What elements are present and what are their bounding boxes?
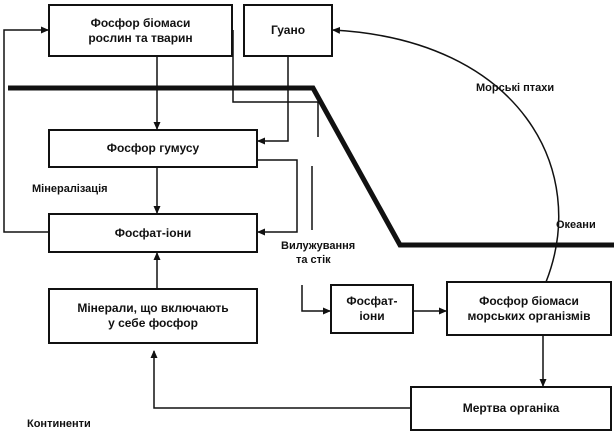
continents-label: Континенти — [27, 418, 91, 430]
minerals-line-1: Мінерали, що включають — [77, 301, 229, 315]
phosphate-sea-box: Фосфат- іони — [330, 284, 414, 334]
arrow-humus-to-phosphate-right — [257, 159, 298, 236]
arrow-phosphate-to-biomass — [3, 26, 49, 233]
mineralization-label: Мінералізація — [32, 183, 108, 195]
dead-organic-label: Мертва органіка — [462, 401, 560, 415]
phosphate-sea-line-2: іони — [359, 309, 385, 323]
arrow-runoff-to-sea-phosphate — [301, 285, 331, 315]
biomass-land-line-2: рослин та тварин — [88, 30, 193, 45]
land-ocean-boundary — [8, 85, 614, 248]
leaching-label-1: Вилужування — [281, 240, 356, 252]
seabirds-arc-arrow — [332, 26, 560, 283]
seabirds-label: Морські птахи — [476, 82, 555, 94]
guano-box: Гуано — [243, 4, 333, 57]
minerals-line-2: у себе фосфор — [108, 316, 198, 330]
arrow-guano-to-humus — [257, 57, 289, 145]
arrow-biomass-to-right — [232, 30, 319, 137]
biomass-land-line-1: Фосфор біомаси — [90, 15, 191, 30]
phosphate-land-box: Фосфат-іони — [48, 213, 258, 253]
phosphate-sea-line-1: Фосфат- — [346, 294, 398, 308]
biomass-sea-line-2: морських організмів — [467, 308, 591, 323]
biomass-sea-box: Фосфор біомаси морських організмів — [446, 281, 612, 336]
biomass-land-box: Фосфор біомаси рослин та тварин — [48, 4, 233, 57]
phosphate-land-label: Фосфат-іони — [114, 225, 192, 240]
biomass-sea-line-1: Фосфор біомаси — [479, 293, 579, 308]
guano-label: Гуано — [270, 23, 306, 37]
minerals-box: Мінерали, що включають у себе фосфор — [48, 288, 258, 344]
dead-organic-box: Мертва органіка — [410, 386, 612, 431]
leaching-label-2: та стік — [296, 254, 331, 266]
ocean-label: Океани — [556, 219, 596, 231]
arrow-dead-to-minerals — [150, 350, 410, 409]
humus-label: Фосфор гумусу — [106, 141, 200, 155]
humus-box: Фосфор гумусу — [48, 129, 258, 168]
